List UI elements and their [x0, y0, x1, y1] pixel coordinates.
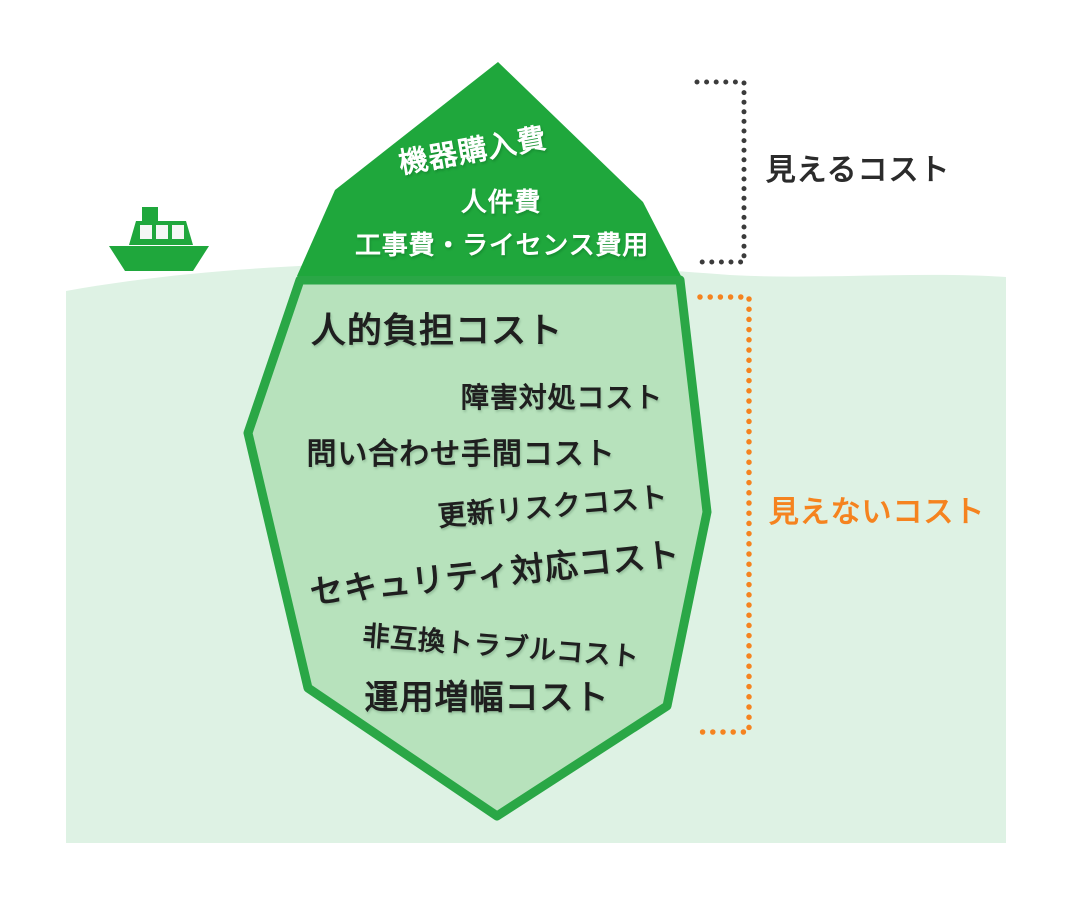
hidden-cost-inquiry-effort: 問い合わせ手間コスト — [306, 438, 616, 471]
hidden-cost-operation-amplification: 運用増幅コスト — [364, 679, 610, 717]
hidden-cost-bracket — [697, 294, 752, 735]
above-cost-construction-license: 工事費・ライセンス費用 — [354, 230, 650, 260]
iceberg-tip — [297, 62, 681, 276]
hidden-cost-human-burden: 人的負担コスト — [310, 311, 564, 351]
visible-cost-label: 見えるコスト — [765, 154, 951, 187]
hidden-cost-failure-handling: 障害対処コスト — [461, 382, 663, 413]
above-cost-personnel: 人件費 — [460, 187, 542, 217]
iceberg-underwater-body — [243, 275, 712, 821]
ship-icon — [109, 207, 209, 271]
hidden-cost-label: 見えないコスト — [768, 496, 986, 529]
visible-cost-bracket — [694, 79, 747, 265]
